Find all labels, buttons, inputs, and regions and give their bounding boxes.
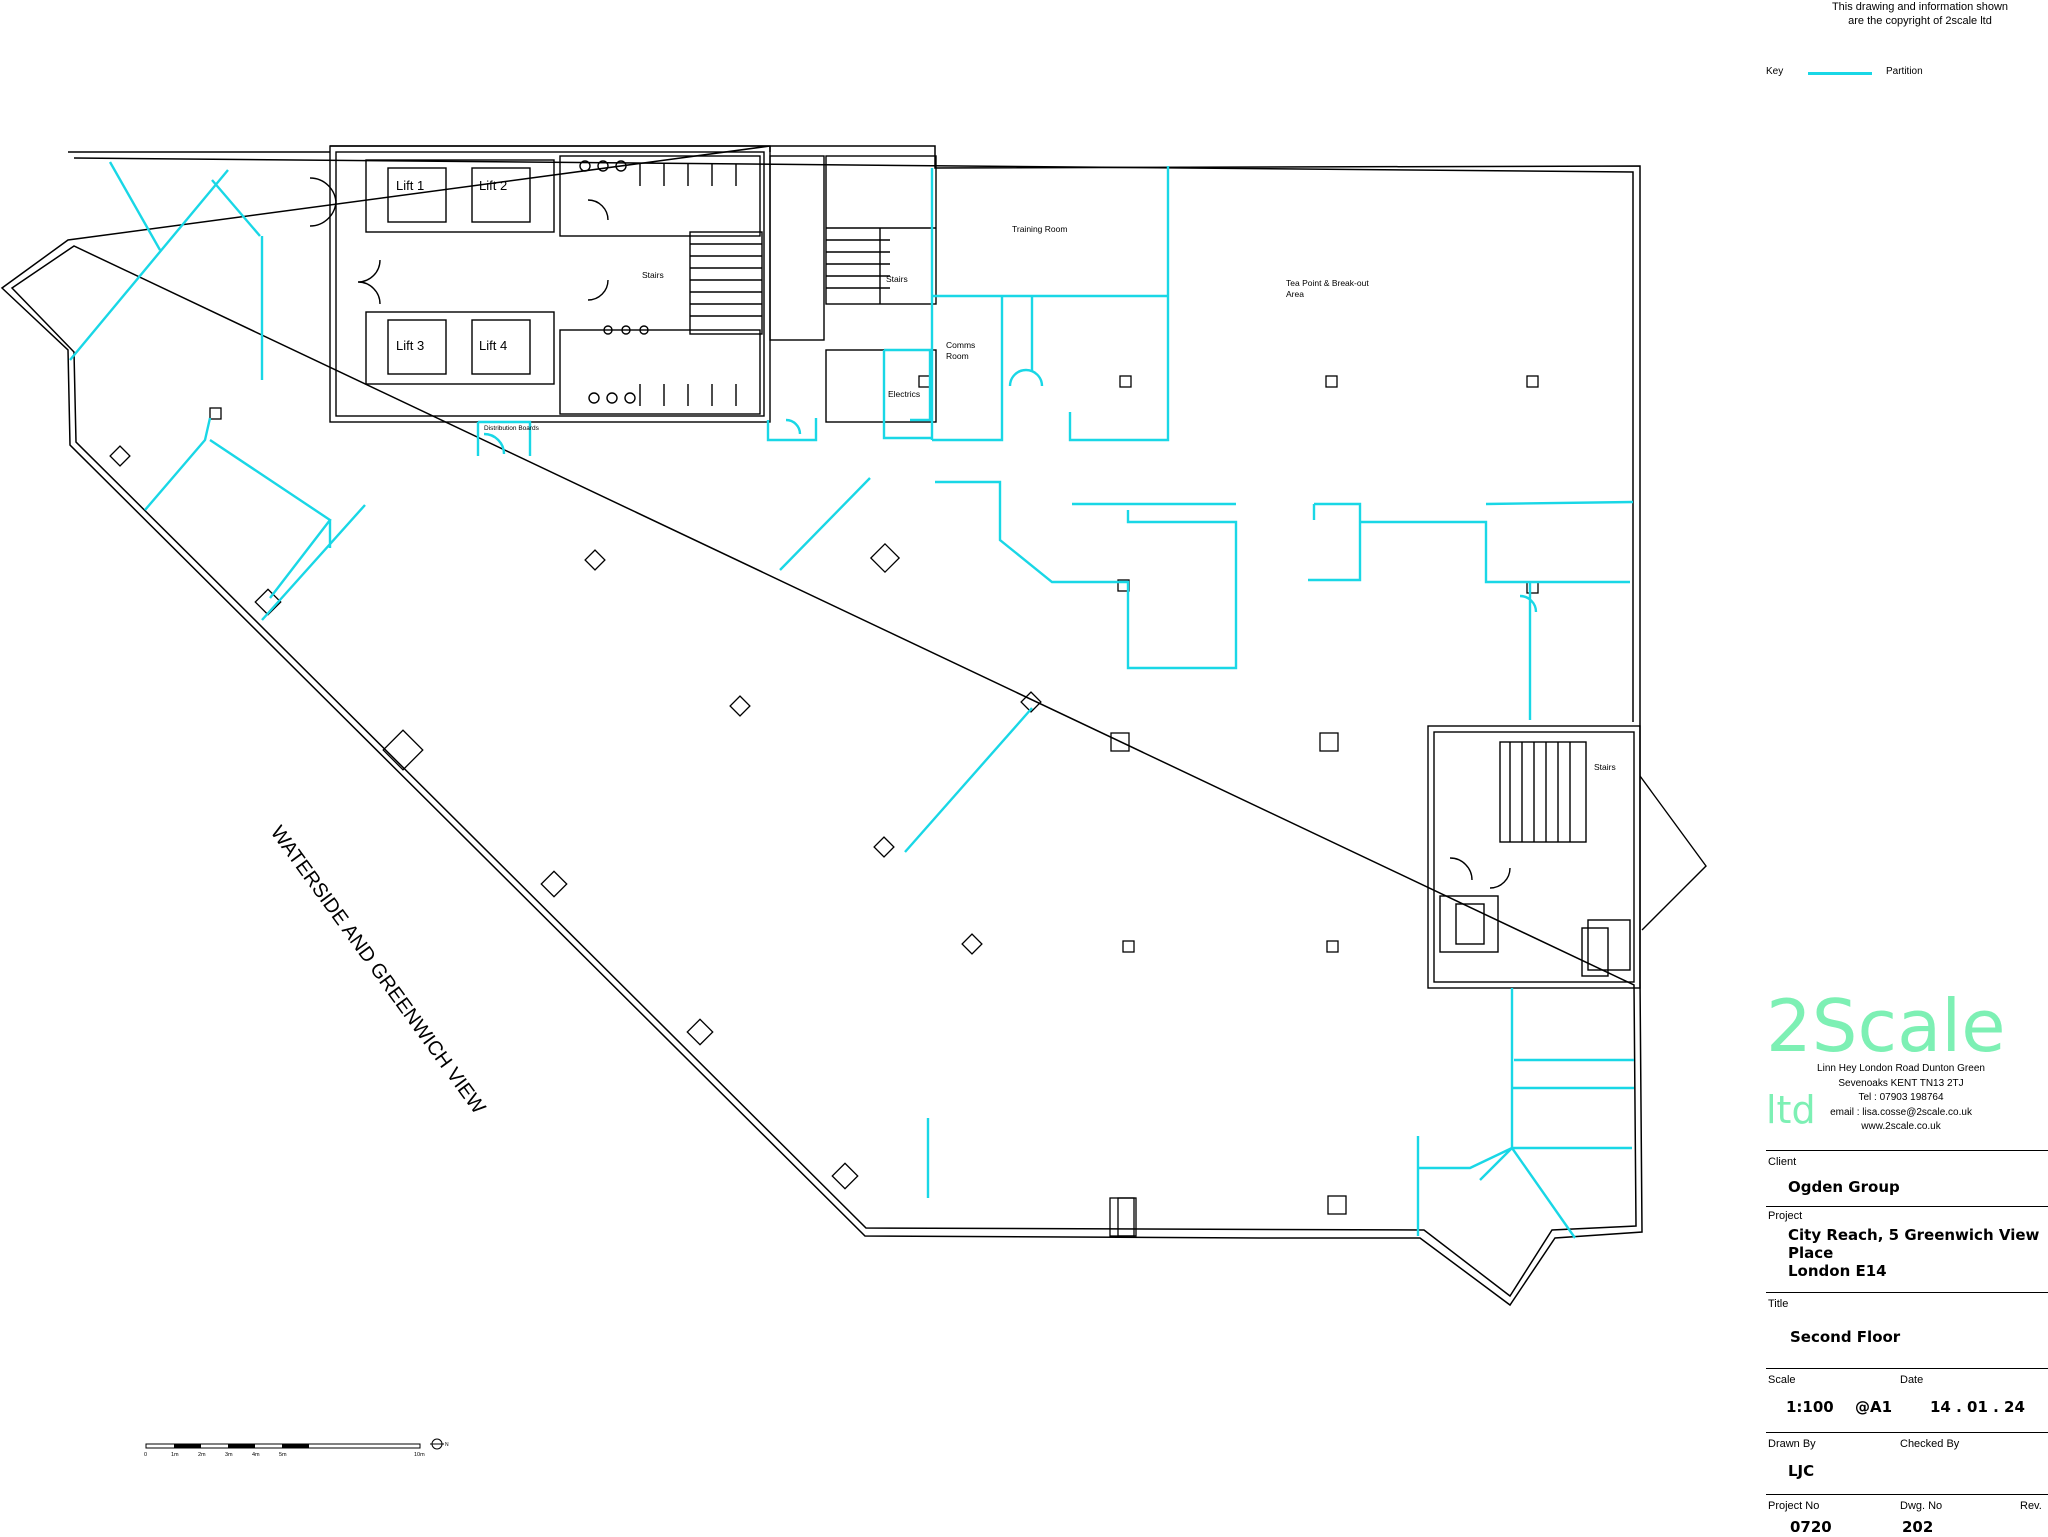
scale-tick: 5m	[279, 1452, 287, 1458]
column	[1526, 581, 1539, 594]
drawn-by-label: Drawn By	[1768, 1438, 1816, 1450]
right-core	[1427, 725, 1641, 989]
column	[1325, 375, 1338, 388]
room-label-tea-point-area: Area	[1286, 289, 1304, 299]
stair-well-a	[689, 231, 763, 335]
stair-well-c	[1499, 741, 1587, 843]
project-line-2: Place	[1788, 1244, 1834, 1262]
address-line-2: Sevenoaks KENT TN13 2TJ	[1838, 1077, 1964, 1089]
copyright-line-1: This drawing and information shown	[1831, 1, 2009, 13]
copyright-note: This drawing and information shown are t…	[1800, 0, 2040, 28]
scale-tick: 1m	[171, 1452, 179, 1458]
lift-shaft-1	[387, 167, 447, 223]
room-label-lift-4: Lift 4	[479, 338, 507, 353]
lift-shaft-2	[471, 167, 531, 223]
address-line-1: Linn Hey London Road Dunton Green	[1817, 1063, 1985, 1074]
client-value: Ogden Group	[1788, 1178, 1900, 1196]
title-label: Title	[1768, 1298, 1789, 1310]
dwg-no-label: Dwg. No	[1900, 1500, 1943, 1512]
column	[918, 375, 931, 388]
lift-core-inner	[335, 151, 765, 417]
legend-partition-label: Partition	[1886, 66, 1923, 77]
legend-title: Key	[1766, 66, 1784, 77]
checked-by-label: Checked By	[1900, 1438, 1960, 1450]
title-value: Second Floor	[1790, 1328, 1901, 1346]
date-label: Date	[1900, 1374, 1924, 1386]
legend-partition-swatch	[1808, 72, 1872, 75]
copyright-line-2: are the copyright of 2scale ltd	[1848, 15, 1992, 27]
paper-size: @A1	[1855, 1398, 1893, 1416]
column	[1526, 375, 1539, 388]
scale-tick: 3m	[225, 1452, 233, 1458]
project-no-label: Project No	[1768, 1500, 1820, 1512]
room-label-stairs: Stairs	[642, 270, 664, 280]
logo-suffix: ltd	[1766, 1088, 1816, 1132]
column	[1326, 940, 1339, 953]
scale-value: 1:100	[1786, 1398, 1834, 1416]
external-wall-inner	[10, 157, 1637, 1298]
scale-tick: 10m	[414, 1452, 425, 1458]
room-label-stairs: Stairs	[886, 274, 908, 284]
divider	[1766, 1206, 2048, 1207]
column	[1110, 732, 1130, 752]
room-label-training-room: Training Room	[1012, 224, 1067, 234]
floor-plan: Lift 1 Lift 2 Lift 3 Lift 4 Stairs Stair…	[0, 145, 1707, 1458]
lift-shaft-4	[471, 319, 531, 375]
scale-bar: 0 1m 2m 3m 4m 5m 10m N	[144, 1438, 449, 1458]
divider	[1766, 1368, 2048, 1369]
scale-tick: 4m	[252, 1452, 260, 1458]
room-label-lift-3: Lift 3	[396, 338, 424, 353]
scale-label: Scale	[1768, 1374, 1796, 1386]
divider	[1766, 1292, 2048, 1293]
room-label-lift-2: Lift 2	[479, 178, 507, 193]
room-label-lift-1: Lift 1	[396, 178, 424, 193]
column	[1109, 1197, 1135, 1237]
lift-shaft-3	[387, 319, 447, 375]
project-line-3: London E14	[1788, 1262, 1887, 1280]
project-no-value: 0720	[1790, 1518, 1832, 1536]
company-web: www.2scale.co.uk	[1861, 1121, 1941, 1132]
project-label: Project	[1768, 1210, 1803, 1222]
north-label: N	[445, 1442, 449, 1448]
divider	[1766, 1432, 2048, 1433]
street-label: WATERSIDE AND GREENWICH VIEW	[266, 822, 490, 1118]
room-label-distribution-boards: Distribution Boards	[484, 425, 540, 432]
column	[1119, 375, 1132, 388]
legend: Key Partition	[1766, 66, 1923, 77]
company-email: email : lisa.cosse@2scale.co.uk	[1830, 1106, 1972, 1118]
dwg-no-value: 202	[1902, 1518, 1934, 1536]
divider	[1766, 1494, 2048, 1495]
column	[209, 407, 222, 420]
column	[1319, 732, 1339, 752]
company-address: Linn Hey London Road Dunton Green Seveno…	[1766, 1062, 2036, 1135]
room-label-stairs: Stairs	[1594, 762, 1616, 772]
drawn-by-value: LJC	[1788, 1462, 1815, 1480]
project-line-1: City Reach, 5 Greenwich View	[1788, 1226, 2040, 1244]
company-tel: Tel : 07903 198764	[1858, 1092, 1944, 1103]
partitions	[69, 161, 1634, 1239]
room-label-tea-point: Tea Point & Break-out	[1286, 278, 1369, 288]
client-label: Client	[1768, 1156, 1797, 1168]
date-value: 14 . 01 . 24	[1930, 1398, 2025, 1416]
room-label-electrics: Electrics	[888, 389, 920, 399]
divider	[1766, 1150, 2048, 1151]
room-label-comms: Comms	[946, 340, 975, 350]
room-label-comms-room: Room	[946, 351, 969, 361]
scale-tick: 2m	[198, 1452, 206, 1458]
external-wall	[0, 145, 1643, 1307]
scale-tick: 0	[144, 1452, 147, 1458]
column	[1117, 1197, 1137, 1237]
rev-label: Rev.	[2020, 1500, 2042, 1512]
column	[1327, 1195, 1347, 1215]
company-logo: 2Scale ltd	[1766, 990, 2048, 1146]
logo-main: 2Scale	[1766, 984, 2006, 1068]
stair-well-b	[825, 155, 937, 305]
column	[1122, 940, 1135, 953]
